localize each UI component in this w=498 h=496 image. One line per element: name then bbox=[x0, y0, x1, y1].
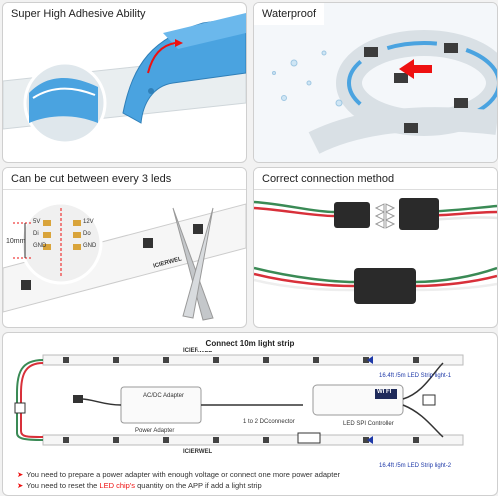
note-reset-arrow-icon: ➤ bbox=[17, 481, 24, 490]
note-power-arrow-icon: ➤ bbox=[17, 470, 24, 479]
strip-brand-2: ICIERWEL bbox=[183, 449, 213, 455]
strip2-label: 16.4ft /5m LED Strip light-2 bbox=[379, 463, 452, 469]
power-adapter-label: Power Adapter bbox=[135, 428, 175, 434]
dc-connector-label: 1 to 2 DCconnector bbox=[243, 419, 295, 425]
waterproof-title: Waterproof bbox=[254, 3, 325, 25]
note-power-text: You need to prepare a power adapter with… bbox=[26, 470, 340, 479]
note-reset-text-pre: You need to reset the bbox=[26, 481, 100, 490]
adhesive-title: Super High Adhesive Ability bbox=[3, 3, 154, 25]
strip-panel: Connect 10m light strip bbox=[2, 332, 498, 496]
pad-label-5: Do bbox=[83, 231, 91, 237]
cut-illustration bbox=[3, 201, 246, 321]
cut-title: Can be cut between every 3 leds bbox=[3, 168, 246, 190]
cut-panel: Can be cut between every 3 leds 10mm 5V … bbox=[2, 167, 247, 328]
strip-diagram bbox=[14, 354, 464, 446]
note-power: ➤You need to prepare a power adapter wit… bbox=[17, 470, 340, 479]
note-reset: ➤You need to reset the LED chip's quanti… bbox=[17, 481, 262, 490]
controller-brand: WI FI bbox=[377, 389, 392, 395]
controller-label: LED SPI Controller bbox=[343, 421, 394, 427]
pad-label-4: 12V bbox=[83, 219, 94, 225]
pad-label-1: 5V bbox=[33, 219, 41, 225]
pad-label-6: GND bbox=[83, 243, 97, 249]
connection-panel: Correct connection method bbox=[253, 167, 498, 328]
note-reset-highlight: LED chip's bbox=[99, 481, 136, 490]
connection-title: Correct connection method bbox=[254, 168, 497, 190]
adapter-label: AC/DC Adapter bbox=[143, 393, 185, 399]
strip-brand-1: ICIERWEL bbox=[183, 348, 213, 354]
strip-title: Connect 10m light strip bbox=[197, 337, 303, 351]
note-reset-text-post: quantity on the APP if add a light strip bbox=[135, 481, 262, 490]
pad-label-3: GND bbox=[33, 243, 47, 249]
pad-label-2: Di bbox=[33, 231, 39, 237]
waterproof-panel: Waterproof bbox=[253, 2, 498, 163]
adhesive-illustration bbox=[3, 13, 246, 145]
adhesive-panel: Super High Adhesive Ability bbox=[2, 2, 247, 163]
connection-illustration bbox=[254, 198, 497, 304]
waterproof-illustration bbox=[254, 3, 497, 162]
strip1-label: 16.4ft /5m LED Strip light-1 bbox=[379, 373, 452, 379]
cut-measure: 10mm bbox=[6, 238, 26, 245]
